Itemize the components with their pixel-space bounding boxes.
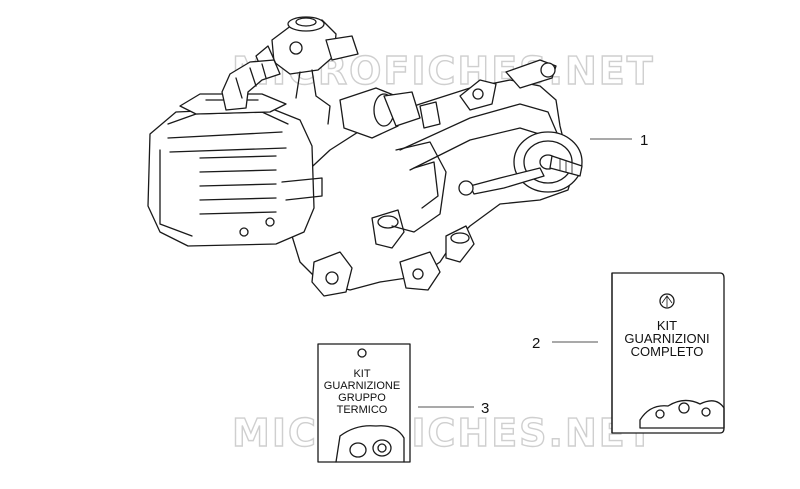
engine-assembly[interactable] [147,16,583,297]
kit-complete-line-3: COMPLETO [631,344,704,359]
gasket-outline-icon [639,399,725,429]
callout-1[interactable]: 1 [590,132,648,149]
callout-3[interactable]: 3 [418,400,489,417]
kit-cylinder-line-2: GUARNIZIONE [324,380,400,392]
kit-cylinder-line-3: GRUPPO [338,392,386,404]
watermark-bottom: MICROFICHES.NET [232,411,655,455]
piaggio-logo-icon [357,348,367,358]
callout-2[interactable]: 2 [532,335,598,352]
piaggio-logo-mark-icon [661,295,673,307]
kit-complete-line-2: GUARNIZIONI [624,331,709,346]
gasket-kit-cylinder[interactable]: KIT GUARNIZIONE GRUPPO TERMICO [317,343,411,463]
callout-number-2: 2 [532,335,540,352]
gasket-outline-icon [335,425,405,463]
piaggio-logo-icon [659,293,675,309]
kit-cylinder-line-4: TERMICO [337,404,388,416]
callout-number-1: 1 [640,132,648,149]
callout-number-3: 3 [481,400,489,417]
kit-complete-line-1: KIT [657,318,677,333]
kit-cylinder-line-1: KIT [353,368,370,380]
gasket-kit-complete[interactable]: KIT GUARNIZIONI COMPLETO [611,272,725,434]
